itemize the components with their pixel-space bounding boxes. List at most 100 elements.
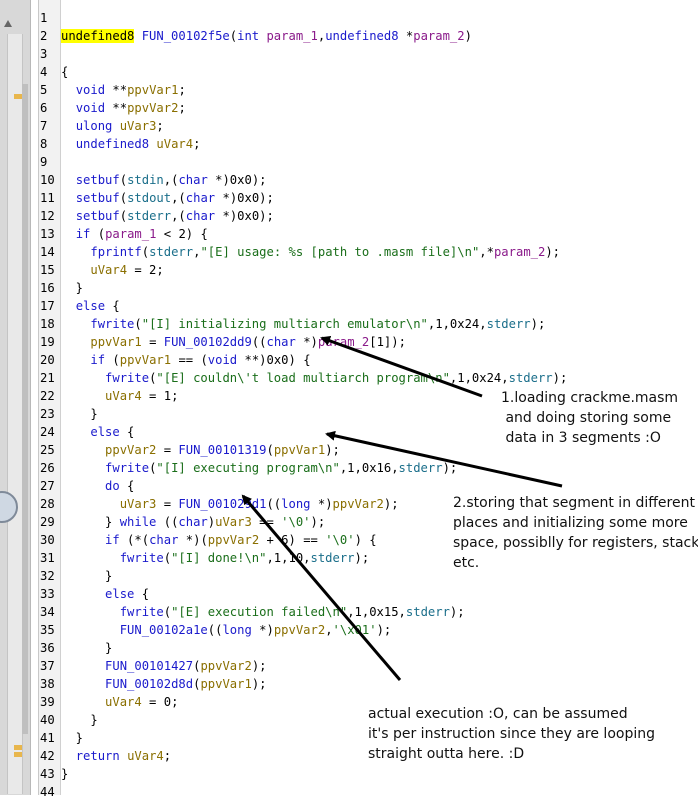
code-token[interactable]: ppvVar2 bbox=[332, 497, 384, 511]
code-token[interactable]: , bbox=[317, 29, 326, 43]
code-text[interactable]: undefined8 uVar4; bbox=[61, 135, 201, 153]
scrollbar-track[interactable] bbox=[7, 34, 23, 794]
code-token[interactable] bbox=[61, 587, 105, 601]
code-token[interactable]: FUN_00102dd9 bbox=[163, 335, 252, 349]
code-text[interactable]: ulong uVar3; bbox=[61, 117, 164, 135]
code-text[interactable]: uVar4 = 0; bbox=[61, 693, 178, 711]
code-token[interactable]: *) bbox=[251, 623, 274, 637]
code-token[interactable]: if bbox=[90, 353, 106, 367]
vertical-scrollbar[interactable] bbox=[0, 0, 31, 795]
code-token[interactable] bbox=[61, 245, 90, 259]
code-token[interactable]: ( bbox=[119, 191, 128, 205]
code-text[interactable]: return uVar4; bbox=[61, 747, 171, 765]
code-token[interactable]: if bbox=[75, 227, 91, 241]
code-token[interactable]: ; bbox=[178, 101, 186, 115]
code-text[interactable]: FUN_00102d8d(ppvVar1); bbox=[61, 675, 266, 693]
code-token[interactable] bbox=[61, 173, 76, 187]
code-token[interactable]: *) bbox=[295, 335, 318, 349]
code-token[interactable] bbox=[61, 371, 105, 385]
code-text[interactable]: uVar3 = FUN_001029d1((long *)ppvVar2); bbox=[61, 495, 399, 513]
code-token[interactable]: , bbox=[193, 245, 201, 259]
code-token[interactable]: < 2) { bbox=[156, 227, 208, 241]
code-token[interactable]: setbuf bbox=[75, 173, 120, 187]
code-token[interactable]: fwrite bbox=[105, 371, 150, 385]
code-token[interactable]: ppvVar2 bbox=[207, 533, 260, 547]
code-token[interactable]: stderr bbox=[149, 245, 194, 259]
code-token[interactable]: ,( bbox=[171, 191, 186, 205]
code-token[interactable] bbox=[61, 335, 90, 349]
code-token[interactable]: undefined8 bbox=[61, 29, 135, 43]
scroll-up-arrow-icon[interactable] bbox=[4, 20, 12, 27]
code-text[interactable]: uVar4 = 1; bbox=[61, 387, 178, 405]
code-token[interactable] bbox=[61, 533, 105, 547]
code-token[interactable] bbox=[120, 749, 127, 763]
code-token[interactable]: uVar3 bbox=[119, 119, 157, 133]
code-token[interactable]: ); bbox=[552, 371, 568, 385]
code-token[interactable]: ,1,10, bbox=[266, 551, 311, 565]
code-token[interactable]: '\x01' bbox=[332, 623, 377, 637]
code-token[interactable] bbox=[61, 551, 120, 565]
code-token[interactable]: FUN_00102d8d bbox=[105, 677, 194, 691]
code-token[interactable]: ); bbox=[354, 551, 370, 565]
code-token[interactable]: * bbox=[398, 29, 414, 43]
code-token[interactable]: , bbox=[325, 623, 333, 637]
code-token[interactable]: ,1,0x24, bbox=[449, 371, 509, 385]
code-token[interactable]: '\0' bbox=[325, 533, 355, 547]
code-token[interactable]: *)( bbox=[178, 533, 208, 547]
code-token[interactable]: } bbox=[61, 569, 113, 583]
code-token[interactable]: ,1,0x24, bbox=[427, 317, 487, 331]
code-token[interactable]: ); bbox=[545, 245, 561, 259]
code-token[interactable]: = bbox=[156, 497, 179, 511]
code-token[interactable]: ppvVar1 bbox=[127, 83, 179, 97]
code-token[interactable] bbox=[61, 299, 76, 313]
code-token[interactable]: } bbox=[61, 407, 98, 421]
code-token[interactable]: } bbox=[61, 515, 120, 529]
code-token[interactable]: stderr bbox=[127, 209, 172, 223]
code-token[interactable]: ( bbox=[119, 209, 128, 223]
code-token[interactable]: uVar4 bbox=[105, 389, 142, 403]
code-token[interactable]: ulong bbox=[75, 119, 113, 133]
code-token[interactable] bbox=[61, 389, 105, 403]
code-token[interactable] bbox=[61, 101, 76, 115]
code-text[interactable]: } bbox=[61, 729, 83, 747]
code-token[interactable]: ); bbox=[442, 461, 458, 475]
code-token[interactable] bbox=[112, 119, 119, 133]
code-token[interactable]: ( bbox=[193, 659, 201, 673]
code-text[interactable]: ppvVar1 = FUN_00102dd9((char *)param_2[1… bbox=[61, 333, 406, 351]
code-text[interactable]: fwrite("[I] initializing multiarch emula… bbox=[61, 315, 545, 333]
code-token[interactable]: (( bbox=[156, 515, 179, 529]
code-token[interactable]: ,1,0x15, bbox=[347, 605, 406, 619]
code-token[interactable]: "[E] couldn\'t load multiarch program\n" bbox=[156, 371, 450, 385]
code-token[interactable]: { bbox=[119, 425, 135, 439]
code-token[interactable]: } bbox=[61, 731, 84, 745]
code-token[interactable]: ) { bbox=[354, 533, 377, 547]
code-token[interactable]: ( bbox=[90, 227, 106, 241]
code-token[interactable]: fwrite bbox=[119, 551, 164, 565]
code-token[interactable]: param_2 bbox=[317, 335, 370, 349]
code-token[interactable]: stderr bbox=[310, 551, 355, 565]
code-token[interactable]: undefined8 bbox=[325, 29, 399, 43]
code-token[interactable]: setbuf bbox=[75, 191, 120, 205]
code-token[interactable]: ( bbox=[134, 317, 142, 331]
code-token[interactable]: ppvVar2 bbox=[273, 623, 326, 637]
code-token[interactable]: param_1 bbox=[105, 227, 157, 241]
code-token[interactable]: ( bbox=[163, 551, 172, 565]
code-token[interactable]: FUN_00101319 bbox=[178, 443, 267, 457]
code-token[interactable]: = bbox=[141, 335, 164, 349]
code-token[interactable] bbox=[61, 191, 76, 205]
code-token[interactable]: } bbox=[61, 767, 69, 781]
code-token[interactable]: (( bbox=[251, 335, 267, 349]
code-token[interactable]: *) bbox=[310, 497, 333, 511]
code-token[interactable] bbox=[61, 227, 76, 241]
code-token[interactable] bbox=[61, 353, 90, 367]
code-token[interactable]: { bbox=[119, 479, 135, 493]
code-text[interactable]: fwrite("[E] couldn\'t load multiarch pro… bbox=[61, 369, 567, 387]
code-token[interactable]: '\0' bbox=[281, 515, 311, 529]
code-token[interactable]: void bbox=[207, 353, 238, 367]
code-token[interactable]: = 1; bbox=[141, 389, 179, 403]
code-token[interactable]: ( bbox=[105, 353, 120, 367]
code-token[interactable] bbox=[61, 83, 76, 97]
code-token[interactable]: "[E] execution failed\n" bbox=[171, 605, 348, 619]
code-text[interactable]: undefined8 FUN_00102f5e(int param_1,unde… bbox=[61, 27, 472, 45]
code-text[interactable]: if (*(char *)(ppvVar2 + 6) == '\0') { bbox=[61, 531, 377, 549]
